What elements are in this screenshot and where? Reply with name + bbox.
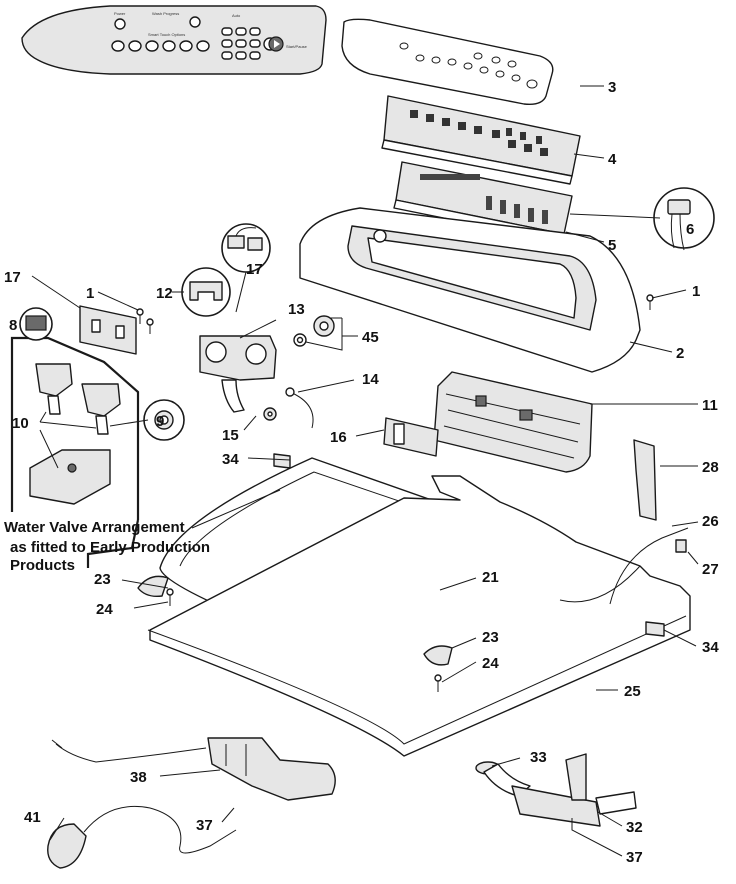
auto-label: Auto [232, 13, 241, 18]
part-41-power-cord [47, 805, 237, 869]
callout-17-top: 17 [246, 261, 263, 278]
part-4-control-board [381, 95, 581, 185]
part-12-bracket [181, 267, 231, 317]
callout-37-right: 37 [626, 849, 643, 866]
part-17-mounting-bracket [79, 305, 137, 355]
part-26-tube [609, 527, 689, 605]
part-24-screw-left [166, 588, 174, 606]
callout-11: 11 [702, 397, 718, 414]
callout-28: 28 [702, 459, 719, 476]
callout-34-left: 34 [222, 451, 239, 468]
callout-25: 25 [624, 683, 641, 700]
start-pause-label: Start/Pause [286, 44, 308, 49]
caption-line-2: as fitted to Early Production [10, 539, 210, 556]
callout-5: 5 [608, 237, 616, 254]
part-14-hose [285, 387, 314, 429]
caption-line-1: Water Valve Arrangement [4, 519, 185, 536]
part-34-plug-left [273, 453, 291, 469]
panel-buttons [111, 16, 284, 60]
part-28-latch [633, 439, 657, 521]
callout-24-left: 24 [96, 601, 113, 618]
callout-8: 8 [9, 317, 17, 334]
part-1-screw-right [646, 294, 654, 310]
part-25-top-cover [147, 475, 691, 757]
callout-23-left: 23 [94, 571, 111, 588]
callout-24-right: 24 [482, 655, 499, 672]
early-production-caption: Water Valve Arrangement as fitted to Ear… [4, 519, 210, 574]
part-3-overlay-decal [341, 18, 554, 106]
part-23-hinge-left [137, 575, 169, 598]
callout-6: 6 [686, 221, 694, 238]
callout-2: 2 [676, 345, 684, 362]
callout-1-left: 1 [86, 285, 94, 302]
part-8-plug [19, 307, 53, 341]
wash-progress-label: Wash Progress [152, 11, 179, 16]
callout-16: 16 [330, 429, 347, 446]
callout-27: 27 [702, 561, 719, 578]
part-38-housing [51, 737, 336, 801]
callout-13: 13 [288, 301, 305, 318]
callout-10: 10 [12, 415, 29, 432]
part-15-washer [263, 407, 277, 421]
part-17-wiring-clip-circled [221, 223, 271, 273]
callout-1-right: 1 [692, 283, 700, 300]
control-panel-fascia: Power Wash Progress Smart Touch Options … [21, 5, 327, 75]
callout-41: 41 [24, 809, 41, 826]
callout-21: 21 [482, 569, 499, 586]
caption-line-3: Products [10, 557, 75, 574]
part-45-seals [293, 315, 335, 347]
callout-34-right: 34 [702, 639, 719, 656]
leader-lines [31, 85, 699, 857]
callout-15: 15 [222, 427, 239, 444]
part-10-valve-holder [29, 449, 111, 505]
callout-37-left: 37 [196, 817, 213, 834]
callout-numbers: 3 4 5 6 1 2 11 28 26 27 34 25 21 23 24 2… [4, 79, 719, 866]
part-34-plug-right [645, 621, 665, 637]
callout-32: 32 [626, 819, 643, 836]
part-13-water-valve [199, 335, 277, 413]
callout-33: 33 [530, 749, 547, 766]
callout-17-left: 17 [4, 269, 21, 286]
part-1-screw-left [136, 308, 154, 334]
part-27-clip [675, 539, 687, 553]
early-production-frame [10, 336, 140, 568]
part-2-console-frame [299, 207, 641, 373]
part-9-filter [143, 399, 185, 441]
callout-23-right: 23 [482, 629, 499, 646]
callout-14: 14 [362, 371, 379, 388]
power-label: Power [114, 11, 126, 16]
callout-26: 26 [702, 513, 719, 530]
callout-38: 38 [130, 769, 147, 786]
part-16-sensor [383, 417, 439, 457]
part-23-hinge-right [423, 645, 453, 666]
callout-12: 12 [156, 285, 173, 302]
part-24-screw-right [434, 674, 442, 692]
callout-45: 45 [362, 329, 379, 346]
part-6-connector [653, 187, 715, 251]
smart-touch-label: Smart Touch Options [148, 32, 185, 37]
callout-3: 3 [608, 79, 616, 96]
part-10-valves-early [35, 363, 121, 435]
callout-4: 4 [608, 151, 617, 168]
callout-9: 9 [156, 413, 164, 430]
part-32-pump [511, 753, 637, 827]
part-11-motor-controller [433, 371, 593, 473]
